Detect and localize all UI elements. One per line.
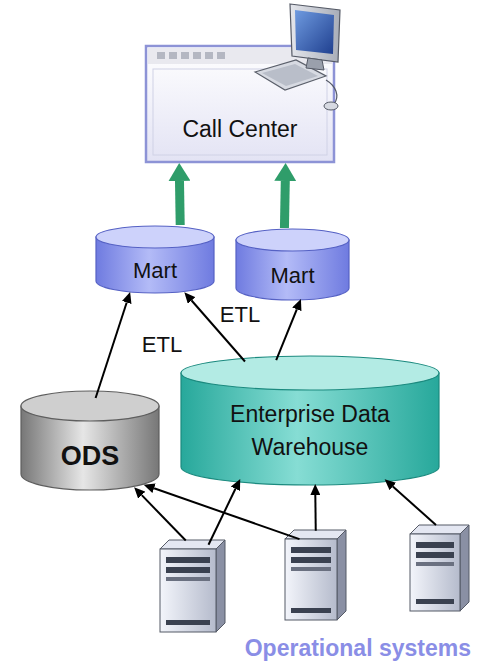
node-label: Operational systems — [245, 635, 471, 662]
operational-systems-group: Operational systems — [150, 525, 475, 666]
ods-cylinder-outline — [20, 390, 160, 490]
data-arrow — [96, 303, 127, 398]
node-text-area: Mart — [235, 252, 350, 300]
toolbar-icons — [157, 52, 225, 59]
data-arrow — [314, 495, 316, 531]
data-mart-cylinder: Mart — [235, 228, 350, 300]
node-text-area: Enterprise Data Warehouse — [180, 391, 440, 485]
data-arrow — [209, 489, 236, 545]
call-center-window: Call Center — [145, 45, 335, 163]
window-titlebar — [148, 48, 332, 64]
node-text-area: Operational systems — [245, 635, 471, 662]
call-center-window-outline — [145, 45, 335, 163]
node-label: Call Center — [182, 116, 297, 143]
cylinder-top — [96, 226, 214, 248]
data-arrow — [142, 495, 186, 540]
cylinder-top — [181, 356, 439, 390]
data-arrow — [276, 309, 297, 360]
node-text-area: Call Center — [145, 107, 335, 151]
data-arrow — [393, 486, 436, 525]
window-pane — [153, 69, 327, 155]
edge-label: ETL — [220, 302, 260, 328]
server-tower — [285, 530, 346, 620]
node-text-area: ODS — [20, 422, 160, 490]
node-label: ODS — [61, 441, 120, 472]
flow-arrow — [280, 181, 290, 228]
node-label: Mart — [133, 258, 177, 284]
cylinder-top — [21, 391, 159, 421]
warehouse-cylinder: Enterprise Data Warehouse — [180, 355, 440, 485]
node-label: Enterprise Data Warehouse — [208, 398, 412, 465]
ods-cylinder: ODS — [20, 390, 160, 490]
cylinder-top — [236, 229, 349, 251]
data-arrow — [154, 488, 299, 539]
node-label: Mart — [271, 263, 315, 289]
flow-arrow — [175, 181, 185, 225]
data-mart-cylinder: Mart — [95, 225, 215, 293]
server-tower — [160, 540, 225, 632]
edge-label: ETL — [142, 332, 182, 358]
server-tower — [410, 525, 469, 611]
node-text-area: Mart — [95, 249, 215, 293]
window-frame — [146, 46, 334, 162]
